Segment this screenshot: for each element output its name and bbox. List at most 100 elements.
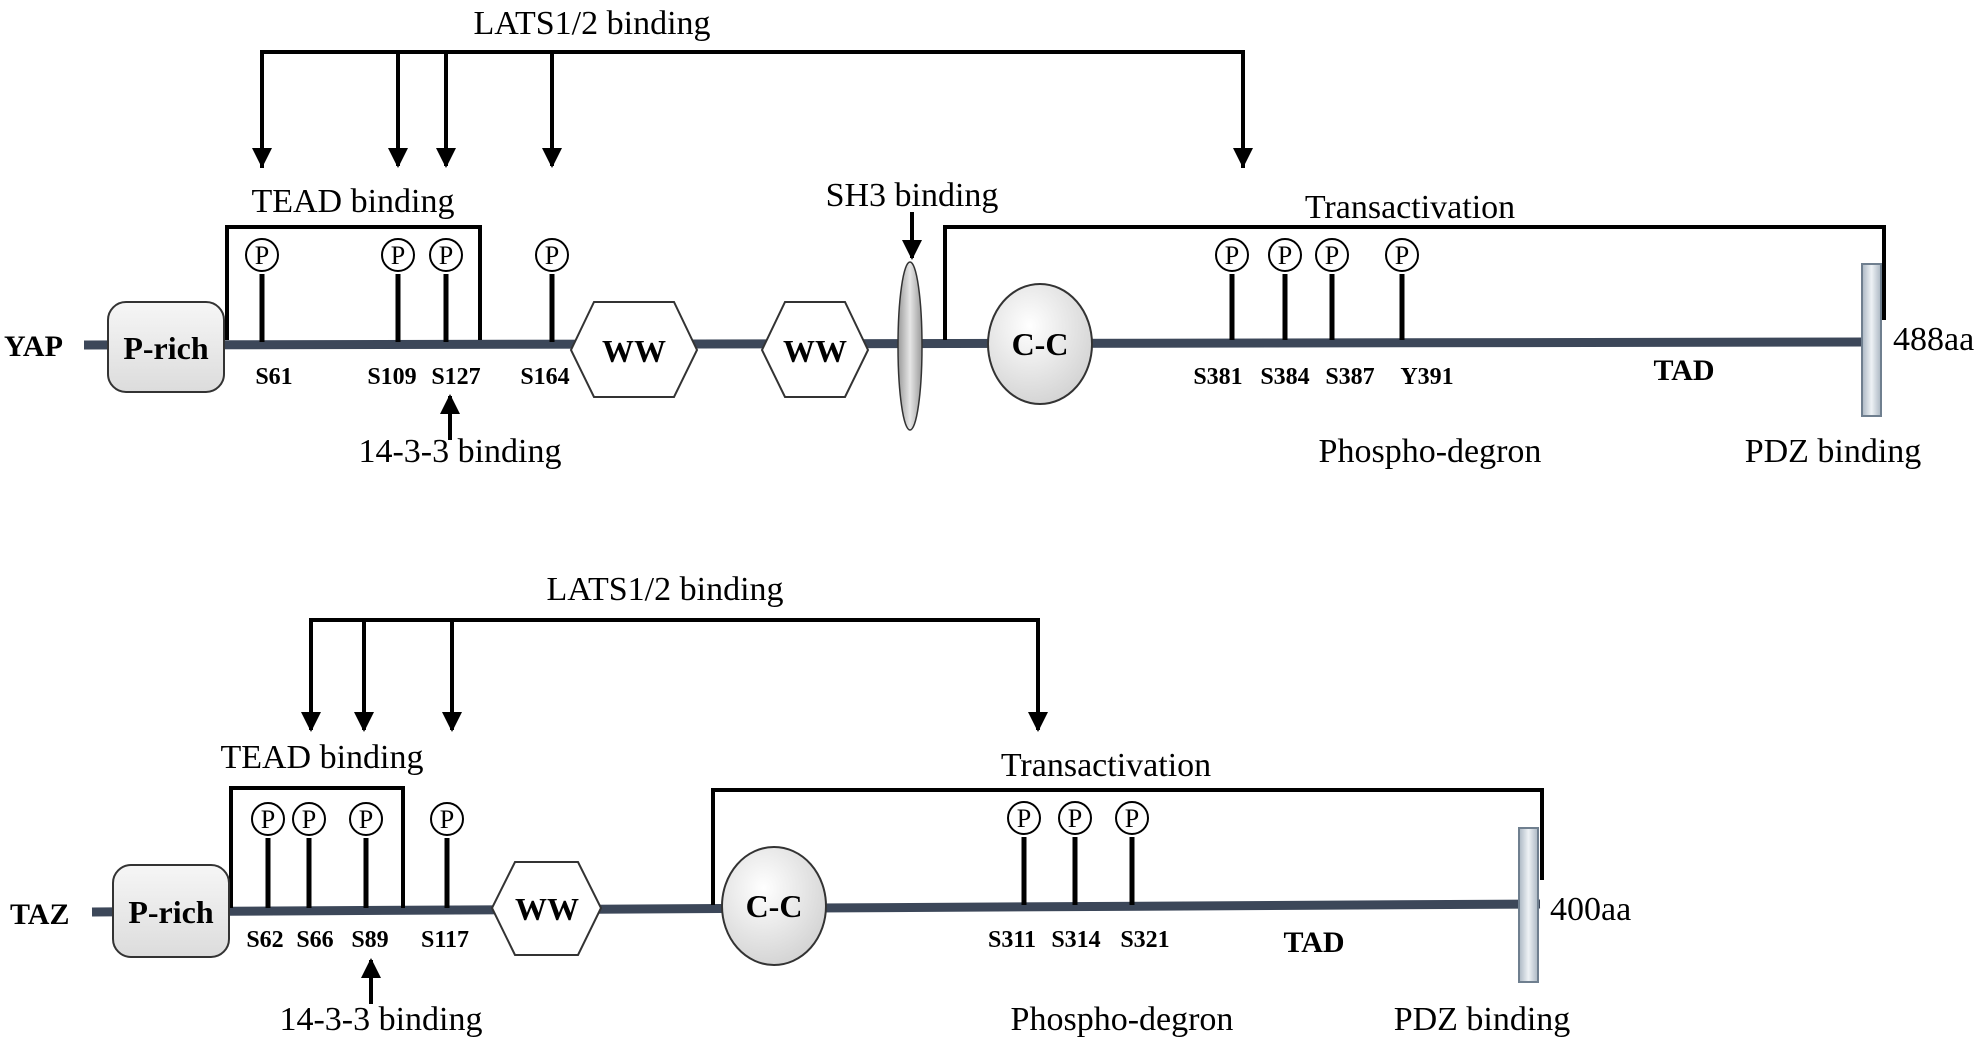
yap-phospho-circle-s127 [429,238,463,272]
yap-phospho-circle-s164 [535,238,569,272]
yap-site-y391: Y391 [1400,364,1453,390]
yap-length: 488aa [1893,321,1974,358]
taz-cc-ellipse [721,846,827,966]
yap-tead-bracket [225,225,482,340]
yap-backbone [83,337,1871,350]
taz-phospho-circle-s311 [1007,801,1041,835]
taz-phospho-circle-s117 [430,802,464,836]
taz-transactivation-label: Transactivation [1001,747,1211,784]
taz-prich-domain: P-rich [112,864,230,958]
yap-lats-label: LATS1/2 binding [473,5,710,42]
yap-phospho-circle-s381 [1215,238,1249,272]
yap-prich-label: P-rich [123,330,209,366]
taz-pdz-label: PDZ binding [1394,1001,1571,1038]
taz-prich-label: P-rich [128,894,214,930]
taz-lats-label: LATS1/2 binding [546,571,783,608]
yap-phospho-circle-y391 [1385,238,1419,272]
taz-site-s89: S89 [351,927,388,953]
taz-phospho-sites-n: P P P P [251,802,464,908]
yap-phospho-p-s164: P [545,241,559,270]
taz-phospho-p-s62: P [261,805,275,834]
yap-phospho-p-s381: P [1225,241,1239,270]
yap-phospho-circle-s387 [1315,238,1349,272]
yap-phospho-p-s384: P [1278,241,1292,270]
taz-ww-domain: WW [490,861,603,956]
yap-site-s384: S384 [1260,364,1309,390]
taz-tead-label: TEAD binding [220,739,423,776]
taz-phospho-p-s314: P [1068,804,1082,833]
taz-tead-bracket [229,786,405,908]
yap-ww1-hexagon [569,301,699,398]
yap-phosphodegron-label: Phospho-degron [1319,433,1542,470]
yap-transactivation-label: Transactivation [1305,189,1515,226]
yap-phospho-p-s127: P [439,241,453,270]
yap-site-s61: S61 [255,364,292,390]
yap-ww-domain-2: WW [760,301,870,398]
taz-transactivation-bracket [711,788,1544,905]
taz-phospho-circle-s66 [292,802,326,836]
yap-ww2-label: WW [783,333,847,369]
yap-site-s127: S127 [431,364,480,390]
taz-prich-box [112,864,230,958]
taz-phospho-p-s89: P [359,805,373,834]
yap-cc-label: C-C [1012,326,1069,362]
yap-ww-domain-1: WW [569,301,699,398]
yap-pdz-domain [1861,263,1882,417]
yap-lats-bracket [252,50,1253,168]
yap-transactivation-bracket [943,225,1886,340]
taz-phospho-circle-s89 [349,802,383,836]
taz-phospho-p-s66: P [302,805,316,834]
taz-site-s311: S311 [988,927,1036,953]
taz-phospho-p-s117: P [440,805,454,834]
yap-1433-label: 14-3-3 binding [358,433,561,470]
taz-diagram: TAZ LATS1/2 binding TEAD binding Transac… [10,571,1631,1038]
yap-prich-domain: P-rich [107,301,225,393]
taz-length: 400aa [1550,891,1631,928]
yap-ww2-hexagon [760,301,870,398]
yap-site-s109: S109 [367,364,416,390]
yap-lats-bracket-line [260,50,1245,168]
taz-pdz-domain [1518,827,1539,983]
yap-phospho-p-s109: P [391,241,405,270]
yap-phospho-circle-s61 [245,238,279,272]
taz-cc-label: C-C [746,888,803,924]
taz-site-s62: S62 [246,927,283,953]
yap-phospho-p-y391: P [1395,241,1409,270]
yap-phospho-circle-s384 [1268,238,1302,272]
taz-name: TAZ [10,898,69,931]
yap-phospho-sites-n: P P P P [245,238,569,342]
taz-phospho-circle-s321 [1115,801,1149,835]
taz-site-s321: S321 [1120,927,1169,953]
taz-1433-label: 14-3-3 binding [279,1001,482,1038]
taz-tad-label: TAD [1283,926,1344,959]
taz-phospho-circle-s314 [1058,801,1092,835]
taz-site-s314: S314 [1051,927,1100,953]
taz-phospho-p-s321: P [1125,804,1139,833]
taz-ww-hexagon [490,861,603,956]
taz-phosphodegron-label: Phospho-degron [1011,1001,1234,1038]
yap-name: YAP [4,330,63,363]
yap-tad-label: TAD [1653,354,1714,387]
taz-lats-bracket [301,618,1048,732]
yap-pdz-label: PDZ binding [1745,433,1922,470]
yap-diagram: YAP LATS1/2 binding TEAD binding Transac… [4,5,1974,470]
taz-site-s117: S117 [421,927,469,953]
yap-phospho-p-s61: P [255,241,269,270]
yap-site-s387: S387 [1325,364,1374,390]
yap-tead-label: TEAD binding [251,183,454,220]
yap-site-s164: S164 [520,364,569,390]
taz-phospho-circle-s62 [251,802,285,836]
yap-ww1-label: WW [602,333,666,369]
taz-ww-label: WW [515,891,579,927]
yap-prich-box [107,301,225,393]
yap-sh3-label: SH3 binding [826,177,999,214]
yap-sh3-domain [897,261,923,431]
yap-cc-ellipse [987,283,1093,405]
yap-cc-domain: C-C [987,283,1093,405]
yap-phospho-circle-s109 [381,238,415,272]
taz-phospho-sites-c: P P P [1007,801,1149,905]
taz-site-s66: S66 [296,927,333,953]
taz-lats-bracket-line [309,618,1040,730]
yap-phospho-sites-c: P P P P [1215,238,1419,340]
